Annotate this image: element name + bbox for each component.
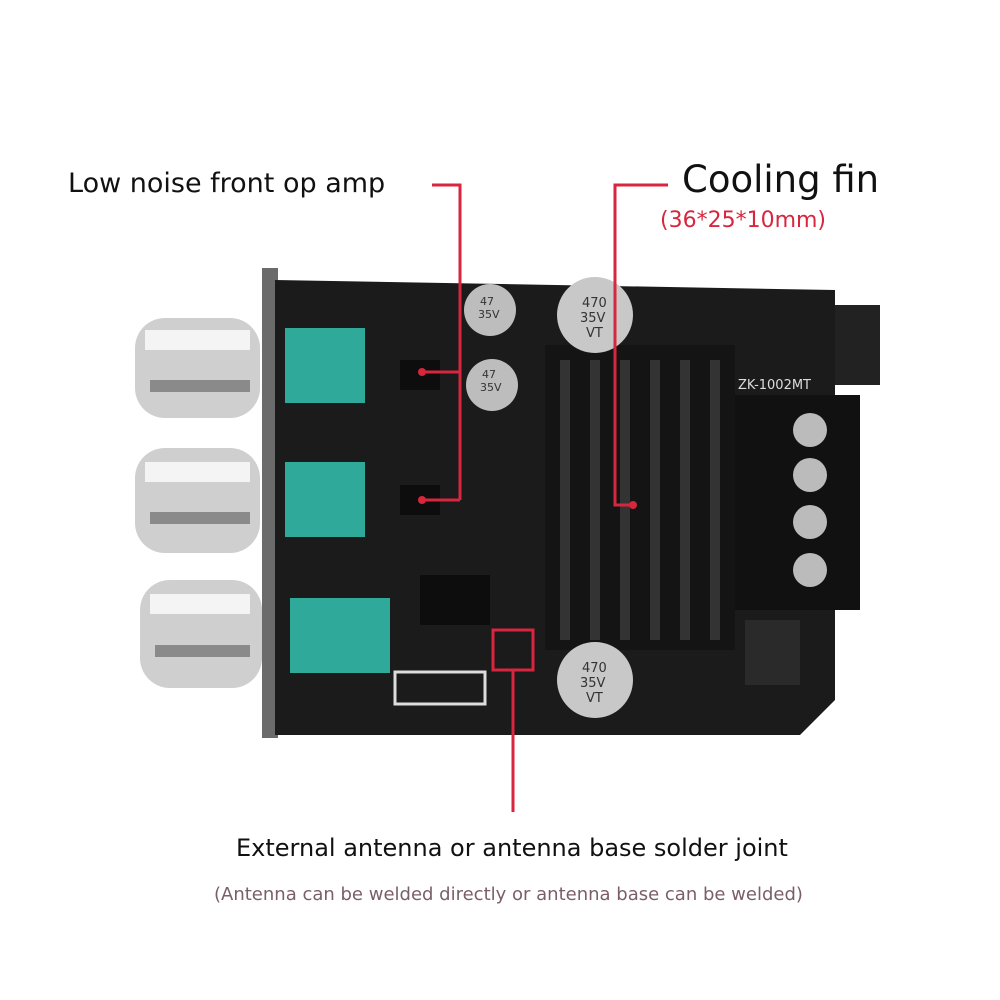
svg-text:VT: VT bbox=[586, 691, 603, 706]
front-panel bbox=[262, 268, 278, 738]
treble-knob bbox=[135, 448, 260, 553]
cooling-fin-label: Cooling fin bbox=[682, 158, 880, 201]
svg-text:470: 470 bbox=[582, 661, 607, 676]
svg-text:35V: 35V bbox=[480, 381, 502, 394]
volume-knob bbox=[135, 318, 260, 418]
antenna-label: External antenna or antenna base solder … bbox=[236, 834, 788, 862]
potentiometer bbox=[285, 462, 365, 537]
op-amp-marker bbox=[418, 496, 426, 504]
antenna-note: (Antenna can be welded directly or anten… bbox=[214, 884, 803, 905]
svg-text:35V: 35V bbox=[478, 308, 500, 321]
potentiometer bbox=[290, 598, 390, 673]
op-amp-label: Low noise front op amp bbox=[68, 168, 386, 199]
bass-knob bbox=[140, 580, 262, 688]
op-amp-marker bbox=[418, 368, 426, 376]
model-label: ZK-1002MT bbox=[738, 378, 811, 393]
audio-input-jack bbox=[745, 620, 800, 685]
svg-text:47: 47 bbox=[482, 368, 496, 381]
svg-text:35V: 35V bbox=[580, 676, 606, 691]
cooling-fin-size: (36*25*10mm) bbox=[660, 208, 827, 233]
bluetooth-chip bbox=[420, 575, 490, 625]
dc-power-jack bbox=[835, 305, 880, 385]
potentiometer bbox=[285, 328, 365, 403]
speaker-terminal-block bbox=[735, 395, 860, 610]
cooling-fin-marker bbox=[629, 501, 637, 509]
svg-text:470: 470 bbox=[582, 296, 607, 311]
pcb-antenna bbox=[393, 670, 487, 706]
svg-text:47: 47 bbox=[480, 295, 494, 308]
cooling-fin-heatsink bbox=[545, 345, 735, 650]
svg-text:VT: VT bbox=[586, 326, 603, 341]
svg-text:35V: 35V bbox=[580, 311, 606, 326]
capacitor-47uf: 47 35V 47 35V bbox=[464, 284, 518, 411]
annotation-lines bbox=[425, 183, 668, 812]
